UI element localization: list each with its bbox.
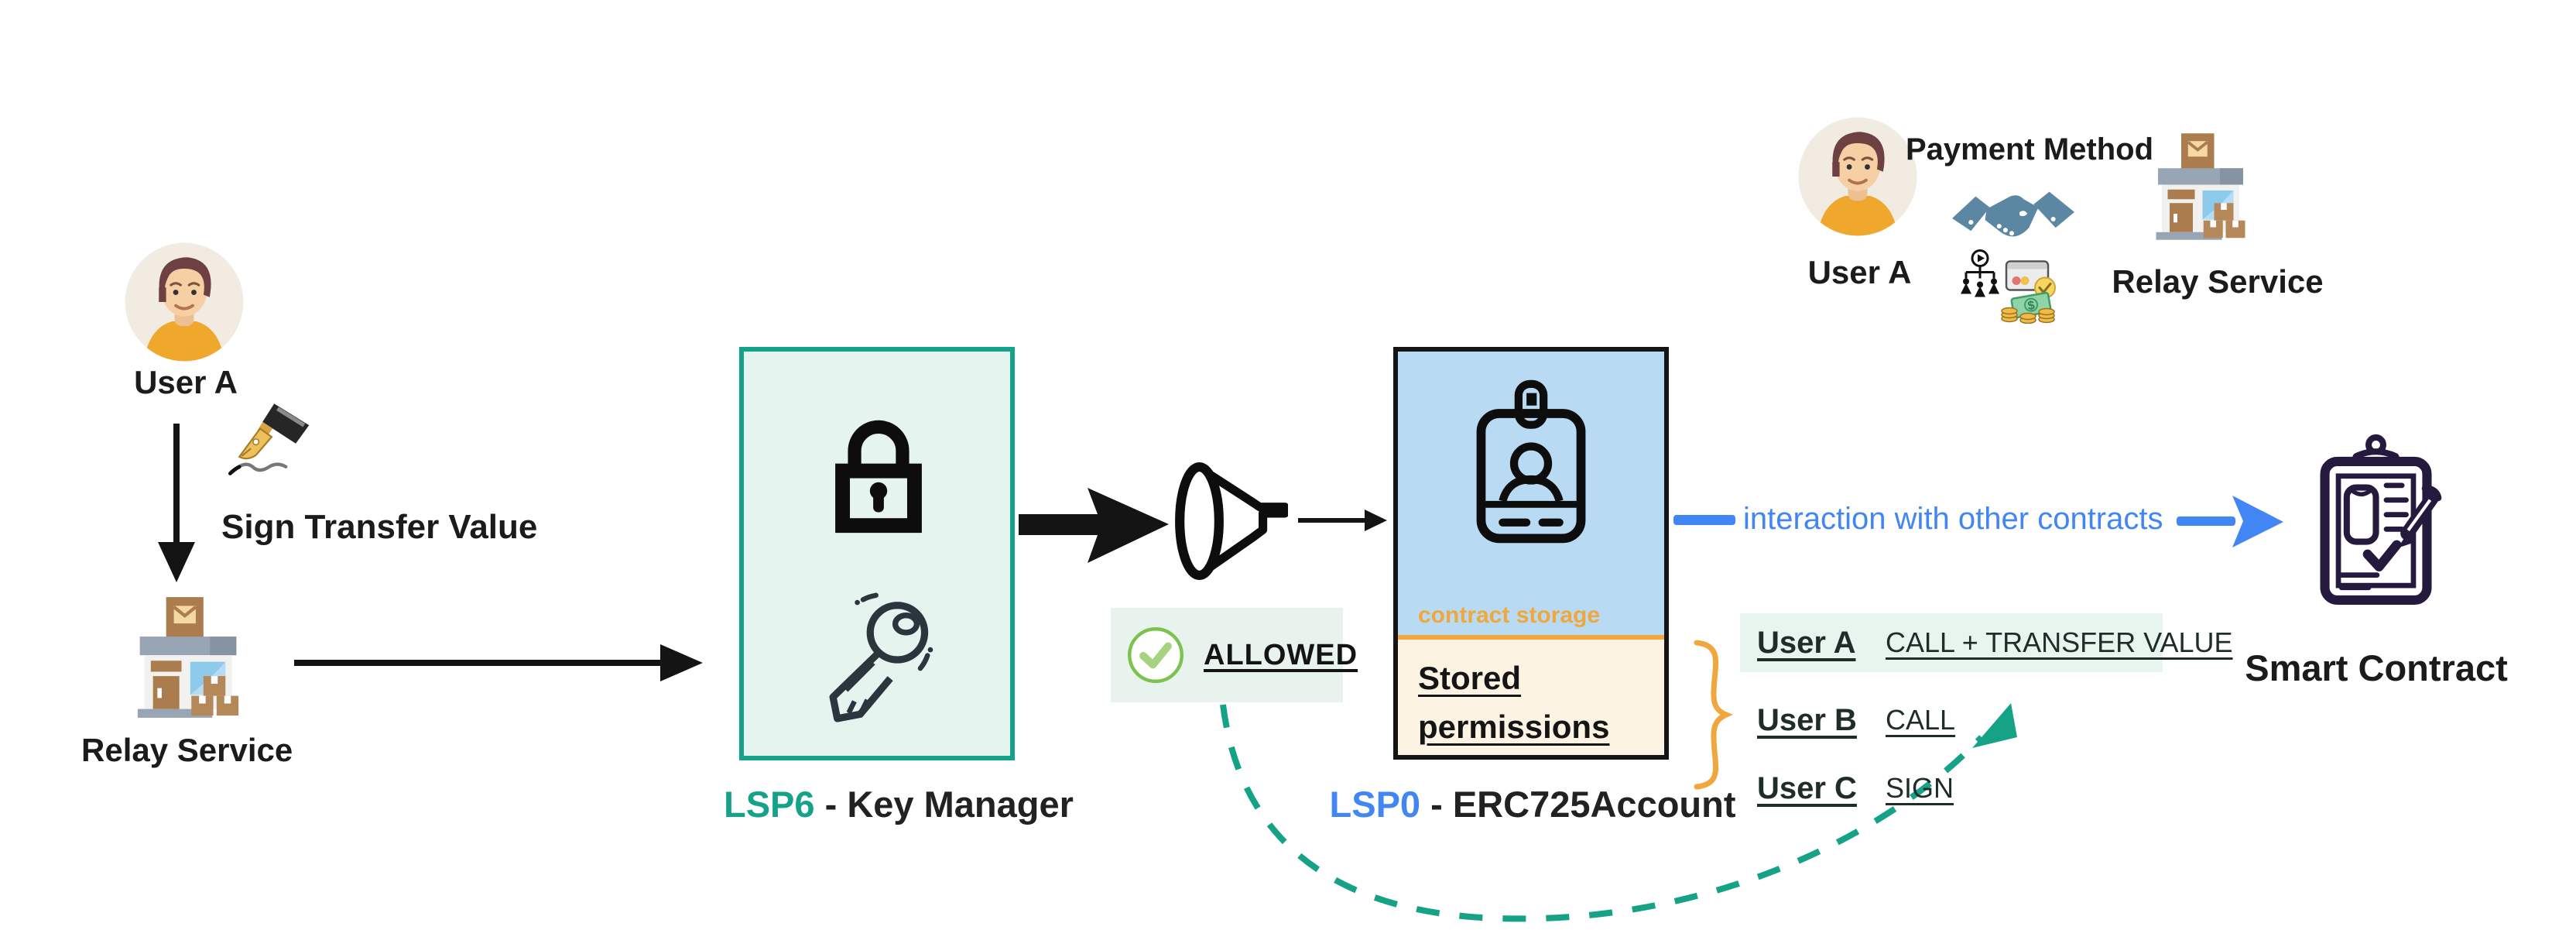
smart-contract-label: Smart Contract [2245,647,2508,688]
lsp6-code: LSP6 [724,784,815,825]
stored-permissions-label: Stored permissions [1418,660,1610,745]
allowed-badge: ALLOWED [1111,608,1357,702]
smart-contract-icon [2308,409,2444,635]
contract-storage-label: contract storage [1418,602,1601,628]
permission-value: CALL [1886,704,1956,736]
relay-service-label: Relay Service [81,732,293,768]
payment-methods-icon: $ [1958,248,2082,324]
payment-user-a-label: User A [1807,254,1912,290]
arrow-right-icon [294,644,703,681]
thick-arrow-icon [1019,488,1169,563]
permission-row-user-c: User C SIGN [1740,764,2163,813]
thin-arrow-icon [1298,510,1387,531]
lsp6-key-manager-box [739,347,1015,760]
payment-user-avatar [1797,116,1918,237]
lsp6-label: LSP6 - Key Manager [724,784,1074,825]
sign-pen-icon [226,396,317,496]
funnel-icon [1170,462,1288,580]
permission-user: User C [1757,770,1857,805]
lsp0-code: LSP0 [1329,784,1421,825]
permission-value: SIGN [1886,772,1954,804]
lsp0-name: - ERC725Account [1430,784,1736,825]
storage-divider [1398,635,1664,640]
permission-value: CALL + TRANSFER VALUE [1886,626,2233,658]
allowed-label: ALLOWED [1204,638,1358,671]
user-a-label: User A [134,364,238,400]
pen-icon [2397,485,2442,548]
id-badge-icon [1463,379,1599,550]
payment-relay-service-icon [2143,128,2259,245]
brace-icon [1694,640,1734,790]
relay-service-icon [122,591,254,724]
lsp6-name: - Key Manager [824,784,1074,825]
lsp0-label: LSP0 - ERC725Account [1316,784,1749,825]
stored-permissions-section: Stored permissions [1398,640,1664,755]
contract-storage-section: contract storage [1398,352,1664,635]
svg-text:$: $ [2026,299,2036,313]
interaction-label: interaction with other contracts [1743,502,2163,536]
check-circle-icon [1125,624,1187,686]
handshake-icon [1951,178,2076,259]
permission-row-user-a: User A CALL + TRANSFER VALUE [1740,613,2233,672]
permission-row-user-b: User B CALL [1740,695,2163,745]
sign-transfer-label: Sign Transfer Value [221,508,538,546]
payment-method-title: Payment Method [1906,132,2154,166]
permission-user: User A [1757,625,1856,660]
permission-user: User B [1757,702,1857,737]
key-icon [806,584,949,727]
lsp0-account-box: contract storage Stored permissions [1393,347,1669,760]
payment-relay-service-label: Relay Service [2112,263,2324,300]
lock-icon [812,407,945,545]
user-a-avatar [124,242,245,362]
arrow-down-icon [158,424,195,582]
